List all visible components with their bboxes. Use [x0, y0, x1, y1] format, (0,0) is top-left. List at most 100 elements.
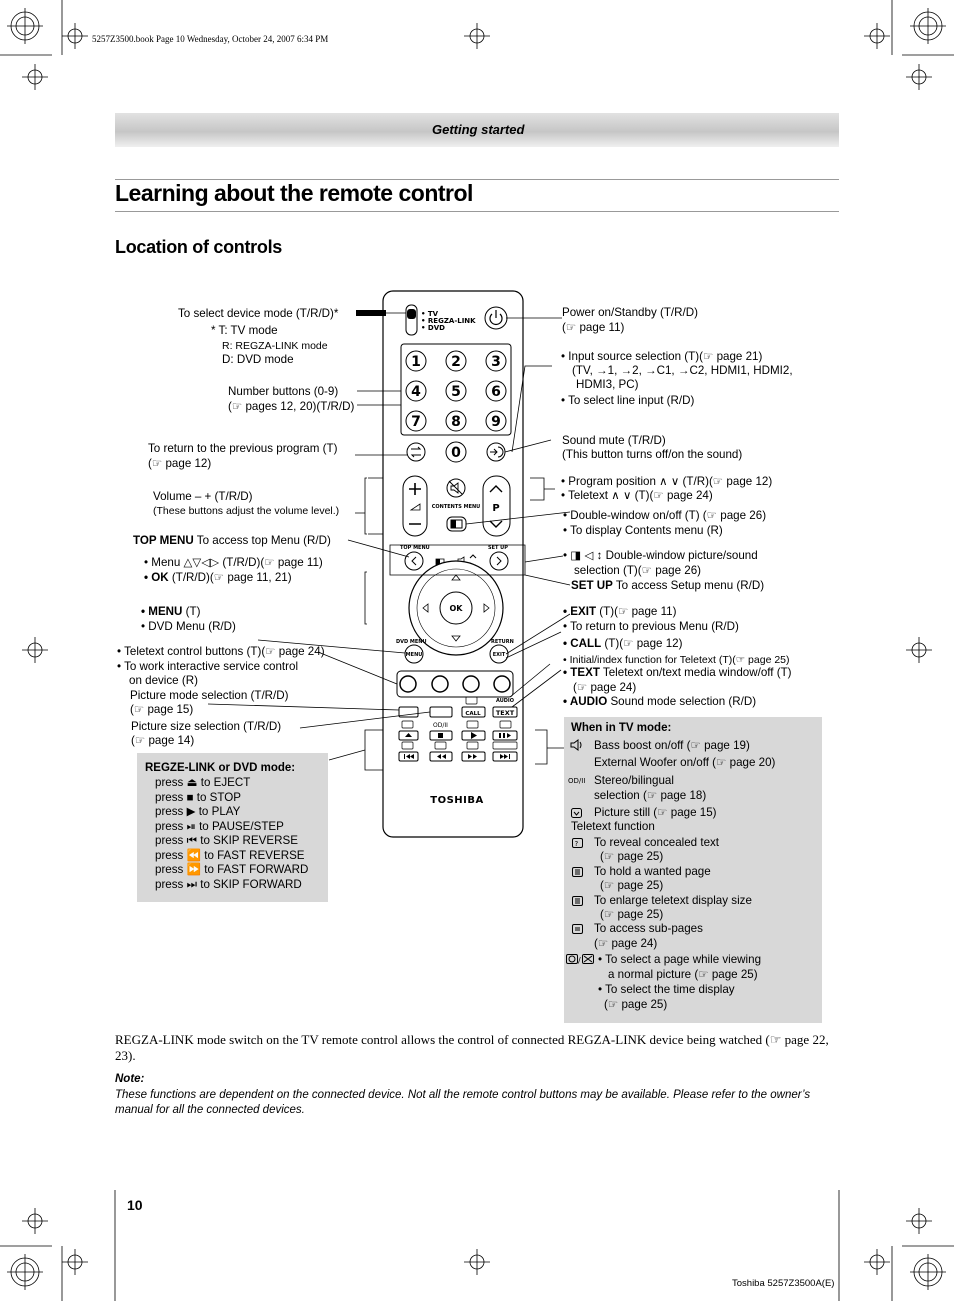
- eject-icon: [405, 733, 412, 737]
- top-menu-text: To access top Menu (R/D): [193, 534, 331, 547]
- teletext-updown-label: • Teletext ∧ ∨ (T)(☞ page 24): [561, 489, 713, 502]
- power-label: Power on/Standby (T/R/D): [562, 306, 698, 319]
- number-button-5: [445, 380, 467, 402]
- picture-mode-button: [398, 706, 419, 718]
- exit-button: [489, 644, 509, 664]
- call-label: • CALL (T)(☞ page 12): [563, 637, 682, 652]
- picture-size-button: [429, 706, 453, 718]
- number-buttons-label: Number buttons (0-9): [228, 385, 339, 398]
- stereo-line-1: Stereo/bilingual: [594, 774, 674, 787]
- number-button-6: [485, 380, 507, 402]
- play-icon: [471, 732, 477, 739]
- subpages-line-2: (☞ page 24): [594, 937, 658, 950]
- call-key: • CALL: [563, 637, 602, 650]
- reveal-line-2: (☞ page 25): [600, 850, 664, 863]
- svg-text:OD/II: OD/II: [568, 777, 585, 785]
- double-sound-label-2: selection (T)(☞ page 26): [574, 564, 702, 577]
- volume-plus-minus-icon: [409, 483, 421, 525]
- set-up-text: SET UP: [488, 545, 508, 551]
- ok-text: (T/R/D)(☞ page 11, 21): [168, 571, 292, 584]
- bass-line-1: Bass boost on/off (☞ page 19): [594, 739, 750, 752]
- dvd-fast-forward-line: press ⏩ to FAST FORWARD: [155, 863, 309, 876]
- stereo-line-2: selection (☞ page 18): [594, 789, 707, 802]
- note-label: Note:: [115, 1073, 145, 1085]
- call-button: [461, 706, 486, 718]
- teletext-control-label: • Teletext control buttons (T)(☞ page 24…: [117, 645, 325, 658]
- number-buttons-ref: (☞ pages 12, 20)(T/R/D): [228, 400, 355, 413]
- number-label-2: 2: [451, 354, 461, 370]
- call-button-text: CALL: [465, 711, 481, 717]
- fast-reverse-icon: [437, 754, 446, 759]
- setup-text: To access Setup menu (R/D): [612, 579, 765, 592]
- number-label-8: 8: [451, 414, 461, 430]
- mute-label: Sound mute (T/R/D): [562, 434, 666, 447]
- menu-arrows-label: • Menu △▽◁▷ (T/R/D)(☞ page 11): [144, 556, 323, 569]
- number-label-5: 5: [451, 384, 461, 400]
- svg-text:OD/II: OD/II: [433, 722, 448, 729]
- prev-program-label: To return to the previous program (T): [148, 442, 338, 455]
- previous-program-button: [406, 442, 426, 462]
- enlarge-line-2: (☞ page 25): [600, 908, 664, 921]
- yellow-button: [462, 675, 480, 693]
- prev-program-ref: (☞ page 12): [148, 457, 212, 470]
- dvd-stop-line: press ■ to STOP: [155, 791, 242, 804]
- number-button-9: [485, 410, 507, 432]
- number-button-4: [405, 380, 427, 402]
- pause-step-icon: [499, 733, 511, 738]
- bass-line-2: External Woofer on/off (☞ page 20): [594, 756, 776, 769]
- page-title: Learning about the remote control: [115, 180, 473, 206]
- exit-key: • EXIT: [563, 605, 597, 618]
- footer-code: Toshiba 5257Z3500A(E): [732, 1278, 835, 1289]
- audio-text: AUDIO: [496, 698, 514, 704]
- picture-mode-ref: (☞ page 15): [130, 703, 194, 716]
- interactive-label-2: on device (R): [129, 674, 198, 687]
- number-button-0: [445, 441, 467, 463]
- mode-dvd-text: • DVD: [421, 324, 445, 332]
- input-label-2: (TV, →1, →2, →C1, →C2, HDMI1, HDMI2,: [572, 364, 793, 377]
- number-button-3: [485, 350, 507, 372]
- audio-text: Sound mode selection (R/D): [607, 695, 757, 708]
- page-number: 10: [127, 1197, 143, 1213]
- setup-label: SET UP To access Setup menu (R/D): [571, 579, 764, 594]
- title-rule-bottom: [115, 211, 839, 212]
- ok-key: • OK: [144, 571, 169, 584]
- dvd-play-line: press ▶ to PLAY: [155, 805, 241, 818]
- text-ref: (☞ page 24): [573, 681, 637, 694]
- hold-icon: [572, 867, 583, 877]
- initial-index-label: • Initial/index function for Teletext (T…: [563, 654, 790, 666]
- return-menu-label: • To return to previous Menu (R/D): [563, 620, 739, 633]
- leader-lines: [207, 310, 571, 771]
- number-label-7: 7: [411, 414, 421, 430]
- dvd-eject-line: press ⏏ to EJECT: [155, 776, 251, 789]
- number-label-1: 1: [411, 354, 421, 370]
- note-text: These functions are dependent on the con…: [115, 1089, 811, 1116]
- number-label-6: 6: [491, 384, 501, 400]
- power-ref: (☞ page 11): [562, 321, 625, 334]
- svg-text:?: ?: [575, 840, 579, 848]
- time-select-icon: /: [566, 954, 594, 965]
- teletext-function-label: Teletext function: [571, 820, 655, 833]
- select-line-1: • To select a page while viewing: [598, 953, 762, 966]
- number-button-8: [445, 410, 467, 432]
- number-pad: [405, 350, 507, 463]
- still-line: Picture still (☞ page 15): [594, 806, 717, 819]
- red-button: [399, 675, 417, 693]
- double-window-label: • Double-window on/off (T) (☞ page 26): [563, 509, 767, 522]
- menu-button: [404, 644, 424, 664]
- number-label-4: 4: [411, 384, 421, 400]
- volume-rocker: [402, 475, 428, 537]
- stereo-bilingual-icon: OD/II: [568, 777, 585, 785]
- skip-reverse-icon: [404, 754, 414, 759]
- interactive-label-1: • To work interactive service control: [117, 660, 299, 673]
- contents-menu-text: CONTENTS MENU: [432, 504, 481, 510]
- reveal-line-1: To reveal concealed text: [594, 836, 720, 849]
- remote-brand: TOSHIBA: [430, 795, 483, 806]
- subpages-line-1: To access sub-pages: [594, 922, 703, 935]
- exit-label: • EXIT (T)(☞ page 11): [563, 605, 676, 620]
- number-button-1: [405, 350, 427, 372]
- menu-key: • MENU: [141, 605, 183, 618]
- device-mode-label: To select device mode (T/R/D)*: [178, 307, 339, 320]
- text-button-text: TEXT: [496, 709, 515, 717]
- fast-forward-icon: [468, 754, 477, 759]
